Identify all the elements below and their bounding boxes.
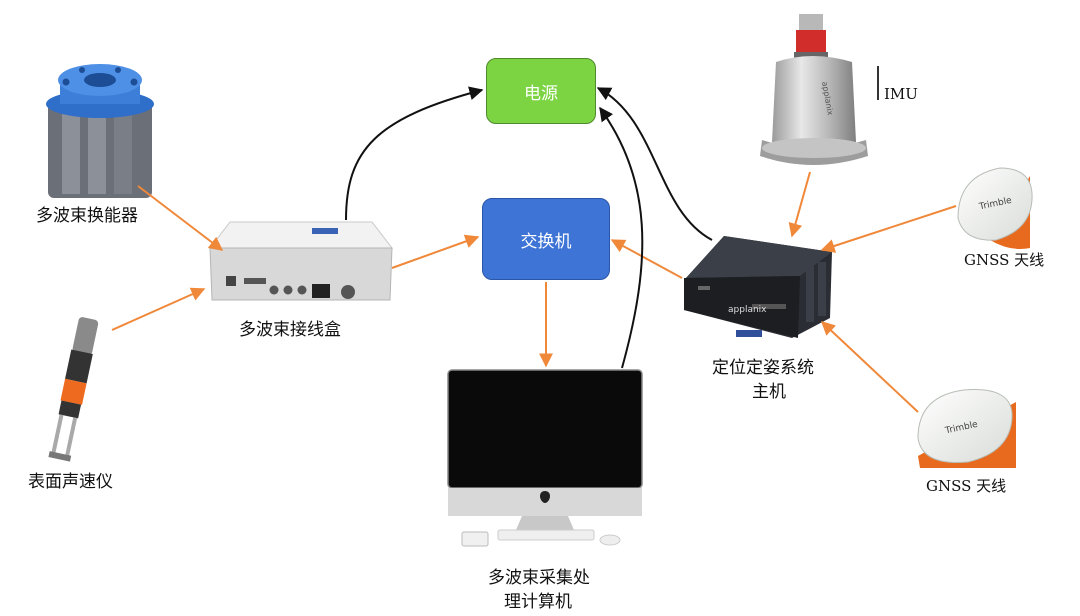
pos-brand-label: applanix: [728, 305, 767, 315]
data-connections: [111, 171, 957, 413]
pos-system-label-line2: 主机: [752, 382, 786, 402]
gnss-bottom-to-pos-arrow: [820, 321, 919, 413]
imu-label: IMU: [884, 85, 918, 103]
pos-main-unit-image: [684, 236, 832, 338]
computer-label-line1: 多波束采集处: [488, 568, 590, 588]
junction-box-image: [208, 221, 394, 301]
pos-to-power-arrow: [596, 87, 713, 241]
network-switch-label: 交换机: [520, 231, 572, 252]
gnss-antenna-bottom-label: GNSS 天线: [926, 477, 1007, 495]
pos-to-switch-arrow: [610, 239, 683, 279]
power-connections: [345, 86, 713, 369]
pos-system-label-line1: 定位定姿系统: [712, 358, 814, 378]
computer-label-line2: 理计算机: [504, 592, 572, 612]
computer-to-power-arrow: [599, 106, 644, 369]
gnss-antenna-top-label: GNSS 天线: [964, 251, 1045, 269]
multibeam-transducer-label: 多波束换能器: [36, 206, 138, 226]
surface-sound-velocity-probe-image: [48, 317, 99, 462]
power-supply-label: 电源: [524, 83, 558, 104]
junction-box-label: 多波束接线盒: [239, 320, 341, 340]
junction-to-power-arrow: [345, 86, 484, 221]
multibeam-transducer-image: [46, 64, 154, 198]
gnss-antenna-bottom-image: Trimble: [917, 389, 1016, 468]
gnss-antenna-top-image: Trimble: [957, 167, 1033, 249]
transducer-to-junction-arrow: [137, 185, 224, 251]
network-switch-box: 交换机: [482, 198, 610, 280]
imu-image: [760, 14, 879, 165]
gnss-top-to-pos-arrow: [820, 205, 957, 253]
sound-velocity-probe-label: 表面声速仪: [28, 472, 113, 492]
junction-to-switch-arrow: [391, 234, 480, 269]
probe-to-junction-arrow: [111, 287, 206, 331]
power-supply-box: 电源: [486, 58, 596, 124]
acquisition-computer-image: [447, 369, 643, 547]
imu-to-pos-arrow: [788, 171, 811, 238]
